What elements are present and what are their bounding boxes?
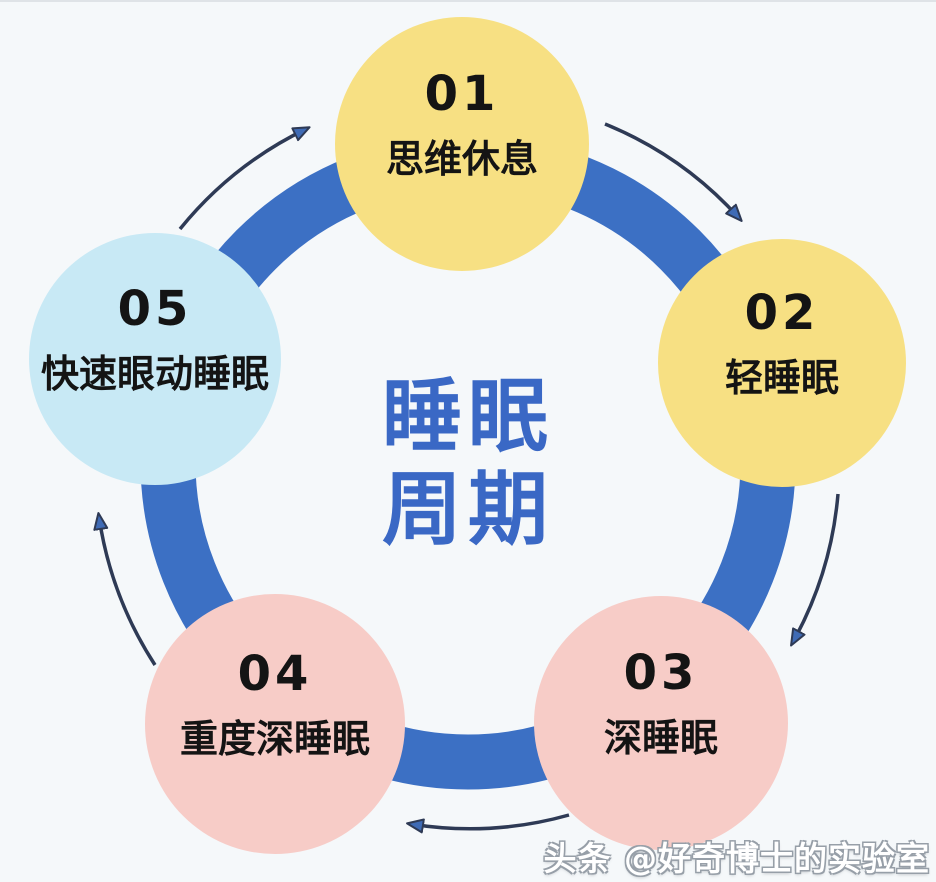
arrow-04-to-05 (93, 512, 157, 666)
arrow-03-to-04 (406, 813, 570, 834)
arrow-01-to-02 (604, 122, 743, 222)
stage-circle-03: 03 深睡眠 (534, 596, 788, 850)
stage-02-label: 轻睡眠 (724, 356, 839, 400)
stage-circle-01: 01 思维休息 (335, 17, 589, 271)
stage-03-label: 深睡眠 (603, 716, 718, 760)
stage-03-number: 03 (623, 645, 699, 701)
arrow-02-to-03 (790, 493, 840, 647)
stage-circle-04: 04 重度深睡眠 (145, 594, 405, 854)
stage-01-label: 思维休息 (385, 137, 538, 181)
stage-01-content: 01 思维休息 (386, 70, 538, 178)
stage-circle-05: 05 快速眼动睡眠 (29, 233, 281, 485)
stage-04-number: 04 (237, 646, 313, 702)
arrow-05-to-01 (178, 126, 311, 231)
stage-04-content: 04 重度深睡眠 (180, 650, 370, 758)
diagram-title: 睡眠 周期 (382, 370, 554, 557)
stage-01-number: 01 (424, 66, 500, 122)
stage-circle-02: 02 轻睡眠 (658, 239, 906, 487)
watermark-text: 头条 @好奇博士的实验室 (543, 839, 930, 878)
diagram-title-line2: 周期 (382, 463, 554, 556)
stage-05-content: 05 快速眼动睡眠 (41, 285, 269, 393)
stage-05-number: 05 (117, 281, 193, 337)
stage-05-label: 快速眼动睡眠 (40, 352, 269, 396)
stage-03-content: 03 深睡眠 (604, 649, 718, 757)
stage-02-content: 02 轻睡眠 (725, 289, 839, 397)
stage-02-number: 02 (744, 285, 820, 341)
stage-04-label: 重度深睡眠 (179, 717, 370, 761)
diagram-title-line1: 睡眠 (382, 370, 554, 464)
